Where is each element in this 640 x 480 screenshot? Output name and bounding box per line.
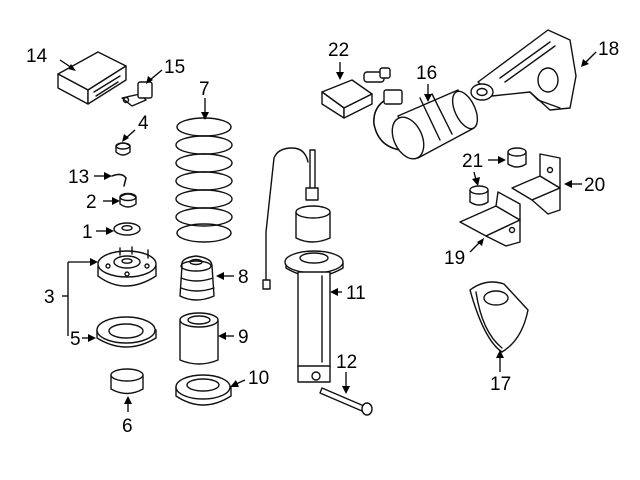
callout-5: 5 <box>70 329 81 350</box>
callout-19: 19 <box>444 248 465 269</box>
part-22-height-sensor <box>321 67 391 119</box>
part-6-bump-stop-cap <box>110 368 144 395</box>
part-21-isolator <box>469 147 527 206</box>
callout-13: 13 <box>68 167 89 188</box>
part-10-lower-seat <box>175 374 232 406</box>
part-14-control-module <box>57 51 127 105</box>
part-1-washer <box>113 222 141 236</box>
part-7-coil-spring <box>175 117 233 243</box>
part-5-spring-seat <box>96 316 157 348</box>
callout-4: 4 <box>138 113 149 134</box>
part-3-upper-mount <box>97 246 157 287</box>
part-11-strut <box>262 147 344 383</box>
part-19-bracket <box>459 191 521 247</box>
part-8-bump-stop <box>179 255 215 301</box>
callout-2: 2 <box>86 192 97 213</box>
callout-14: 14 <box>26 46 48 67</box>
callout-20: 20 <box>584 175 605 196</box>
part-4-nut <box>115 142 131 156</box>
callout-21: 21 <box>462 151 483 172</box>
callout-8: 8 <box>238 267 249 288</box>
callout-15: 15 <box>164 57 185 78</box>
callout-22: 22 <box>328 40 349 61</box>
callout-17: 17 <box>490 374 511 395</box>
callout-10: 10 <box>248 368 269 389</box>
callout-3: 3 <box>44 287 55 308</box>
callout-12: 12 <box>336 352 357 373</box>
part-9-dust-boot <box>179 312 219 365</box>
part-20-bracket <box>511 153 561 215</box>
callout-7: 7 <box>199 79 210 100</box>
leader-lines <box>59 51 597 412</box>
part-2-nut <box>119 192 137 208</box>
callout-6: 6 <box>122 416 133 437</box>
callout-16: 16 <box>416 63 437 84</box>
part-17-strap <box>469 281 529 353</box>
callout-9: 9 <box>238 327 249 348</box>
callout-labels: 14 15 7 4 13 2 1 3 5 6 8 9 10 11 12 22 1… <box>26 39 619 437</box>
part-18-mount-bracket <box>470 29 577 111</box>
part-13-clip <box>111 173 127 187</box>
callout-18: 18 <box>598 39 619 60</box>
callout-11: 11 <box>346 283 366 304</box>
callout-1: 1 <box>82 222 93 243</box>
part-12-bolt <box>319 387 373 416</box>
part-16-compressor <box>373 89 479 160</box>
part-15-sensor <box>121 81 153 107</box>
